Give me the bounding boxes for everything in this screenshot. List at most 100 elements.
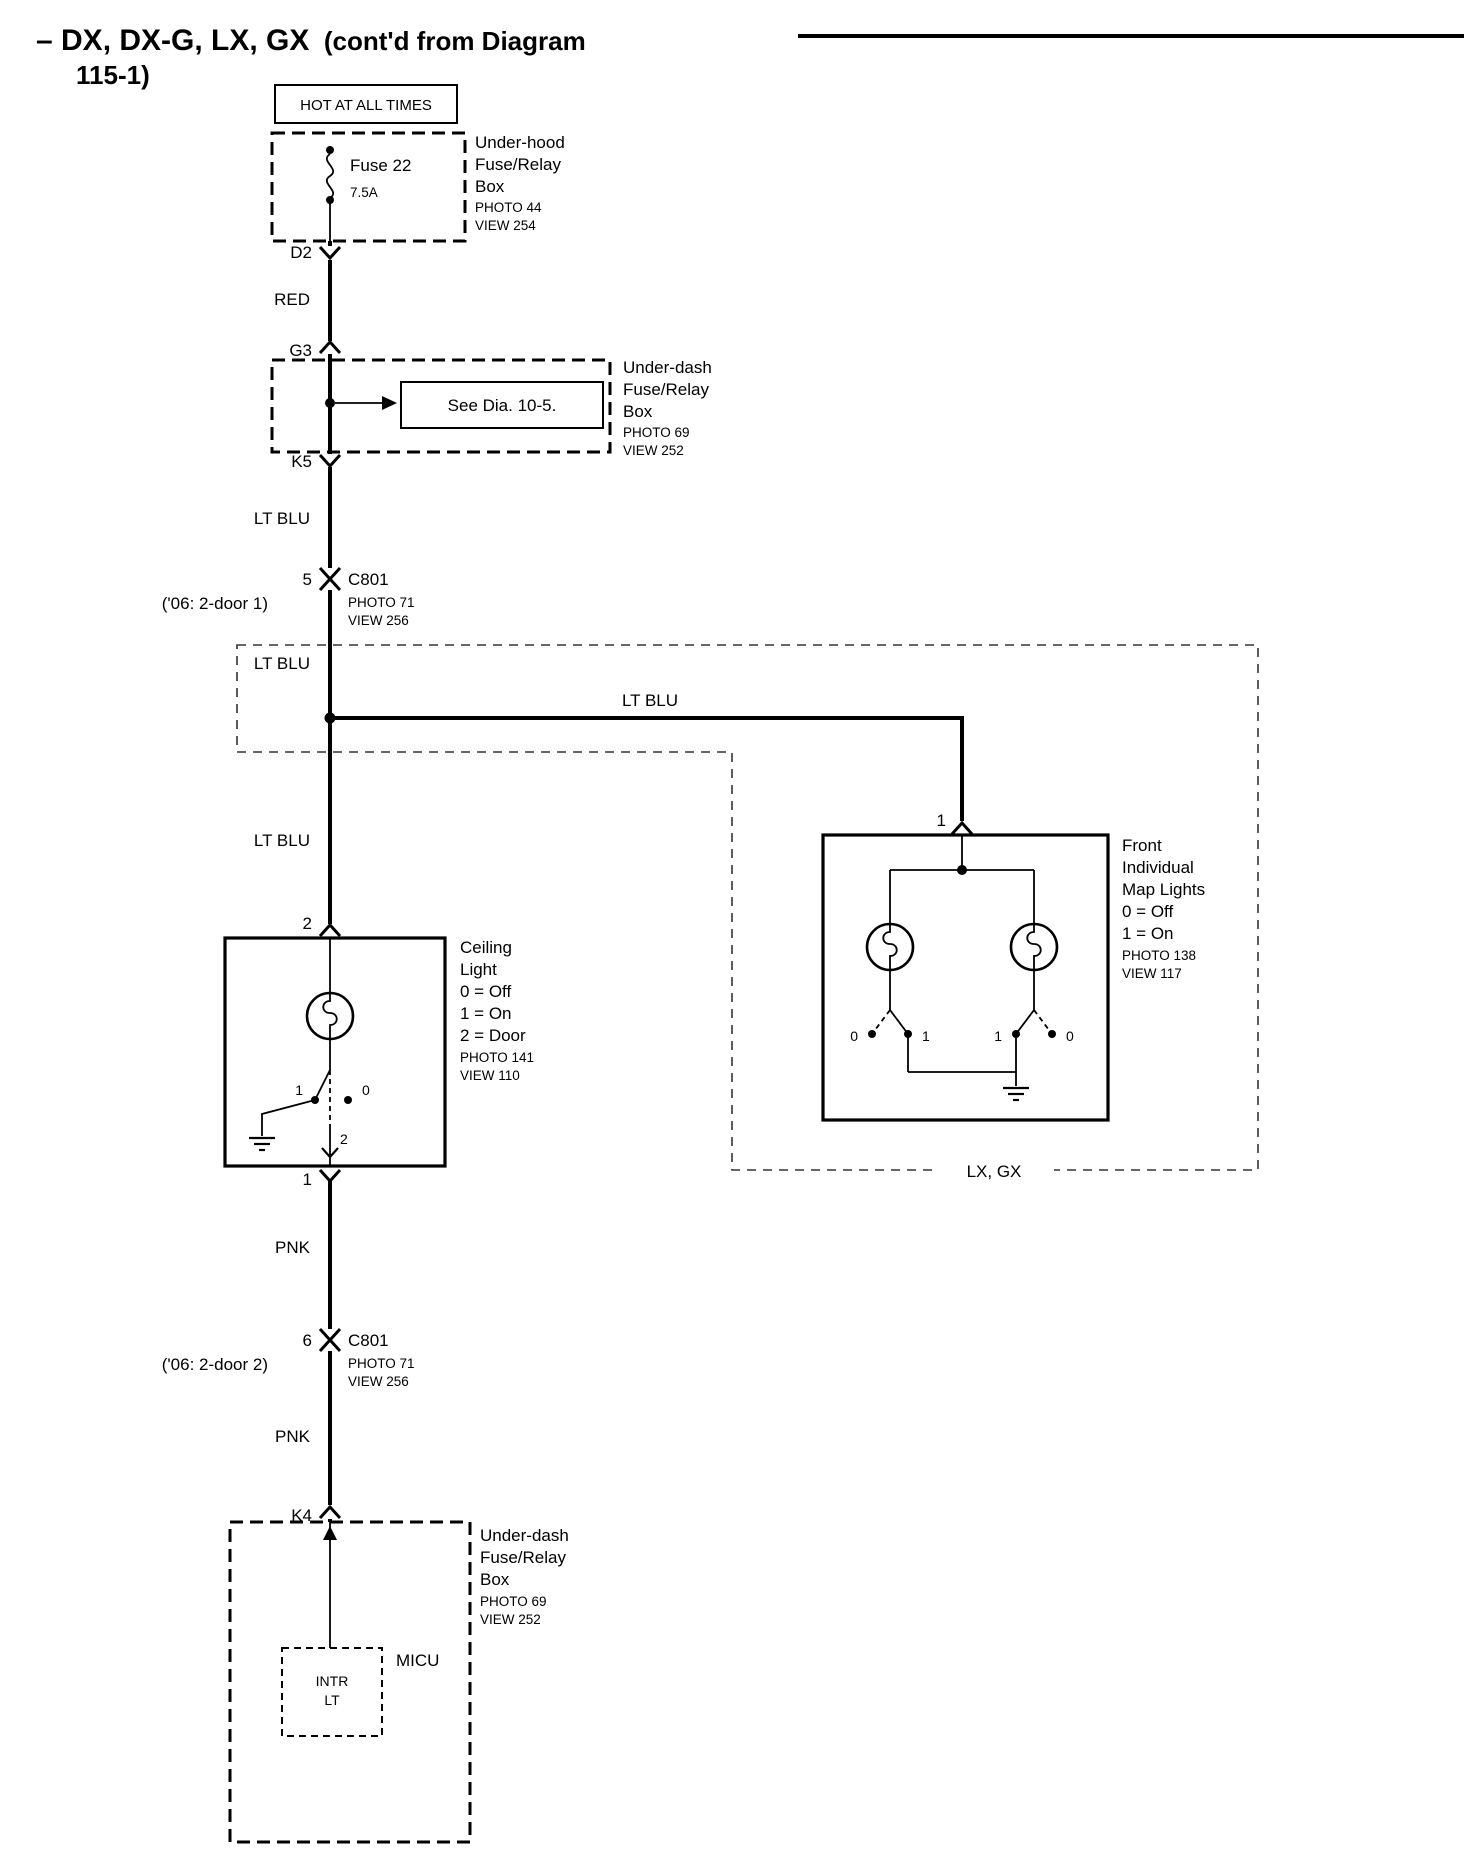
- underhood-label-3: Box: [475, 177, 505, 196]
- wire-label-pnk-2: PNK: [275, 1427, 311, 1446]
- connector-chevron-d2: [318, 245, 342, 261]
- ceiling-light-labels: Ceiling Light 0 = Off 1 = On 2 = Door PH…: [460, 938, 534, 1083]
- see-dia-label: See Dia. 10-5.: [448, 396, 557, 415]
- wire-label-ltblu-2: LT BLU: [254, 654, 310, 673]
- wire-label-red: RED: [274, 290, 310, 309]
- underdash-fuse-relay-box-bottom: INTR LT MICU: [228, 1520, 472, 1844]
- ceiling-view-ref: VIEW 110: [460, 1068, 520, 1083]
- underdash-top-label-2: Fuse/Relay: [623, 380, 709, 399]
- ceiling-light-box: 1 0 2: [223, 936, 447, 1168]
- region-label-mask: [934, 1158, 1054, 1182]
- map-right-switch-pos-1: 1: [994, 1028, 1002, 1044]
- intr-lt-label-2: LT: [324, 1692, 340, 1708]
- intr-lt-label-1: INTR: [316, 1673, 349, 1689]
- ceiling-bulb-icon: [305, 991, 355, 1041]
- ceiling-switch-pos-1: 1: [295, 1082, 303, 1098]
- ceiling-label-1: Ceiling: [460, 938, 512, 957]
- connector-chevron-ceiling-in: [318, 922, 342, 938]
- page-title: – DX, DX-G, LX, GX (cont'd from Diagram: [36, 24, 586, 57]
- front-map-lights-box: 0 1 1 0: [821, 833, 1110, 1122]
- underdash-bottom-label-3: Box: [480, 1570, 510, 1589]
- connector-chevron-k5: [318, 453, 342, 469]
- wire-label-ltblu-1: LT BLU: [254, 509, 310, 528]
- connector-chevron-g3: [318, 339, 342, 355]
- pin-c801-6: 6: [303, 1331, 312, 1350]
- see-dia-arrowhead-icon: [382, 396, 397, 410]
- lx-gx-region-outline: [236, 644, 1259, 1171]
- ceiling-switch-pos-0: 0: [362, 1082, 370, 1098]
- underdash-top-label-1: Under-dash: [623, 358, 712, 377]
- underhood-label-1: Under-hood: [475, 133, 565, 152]
- ceiling-label-3: 0 = Off: [460, 982, 511, 1001]
- title-line2: 115-1): [76, 60, 150, 90]
- ceiling-label-2: Light: [460, 960, 497, 979]
- c801-top-chevron-lower: [318, 576, 342, 592]
- underdash-bottom-view-ref: VIEW 252: [480, 1612, 541, 1627]
- map-bulb-left-icon: [865, 922, 915, 972]
- c801-bottom-photo-ref: PHOTO 71: [348, 1356, 415, 1371]
- micu-label: MICU: [396, 1651, 439, 1670]
- ceiling-photo-ref: PHOTO 141: [460, 1050, 534, 1065]
- underdash-top-outline: [270, 358, 612, 454]
- map-left-switch-pos-0: 0: [850, 1028, 858, 1044]
- region-label: LX, GX: [967, 1162, 1022, 1181]
- pin-map-1: 1: [937, 811, 946, 830]
- fuse-22-symbol: [326, 153, 334, 199]
- underhood-fuse-relay-box: Fuse 22 7.5A: [270, 131, 467, 243]
- c801-top-view-ref: VIEW 256: [348, 613, 409, 628]
- c801-bottom-chevron-lower: [318, 1337, 342, 1353]
- ceiling-switch: 1 0 2: [295, 1069, 370, 1147]
- map-label-4: 0 = Off: [1122, 902, 1173, 921]
- pin-k5: K5: [291, 452, 312, 471]
- map-photo-ref: PHOTO 138: [1122, 948, 1196, 963]
- connector-c801-top: 5 C801 PHOTO 71 VIEW 256 ('06: 2-door 1): [162, 566, 415, 628]
- connector-chevron-ceiling-out: [318, 1168, 342, 1184]
- connector-chevron-map-in: [950, 820, 974, 836]
- micu-arrowhead-icon: [323, 1526, 337, 1540]
- underdash-bottom-outline: [228, 1520, 472, 1844]
- map-lights-ground-icon: [1003, 1086, 1029, 1102]
- map-lights-labels: Front Individual Map Lights 0 = Off 1 = …: [1122, 836, 1205, 981]
- c801-top-note: ('06: 2-door 1): [162, 594, 268, 613]
- ceiling-switch-pos-2: 2: [340, 1131, 348, 1147]
- map-view-ref: VIEW 117: [1122, 966, 1182, 981]
- underhood-view-ref: VIEW 254: [475, 218, 536, 233]
- wire-label-ltblu-3: LT BLU: [254, 831, 310, 850]
- ceiling-light-outline: [223, 936, 447, 1168]
- ceiling-exit-arrow: [321, 1147, 339, 1159]
- branch-wire-to-map-lights: [330, 716, 964, 821]
- wire-label-pnk-1: PNK: [275, 1238, 311, 1257]
- underhood-label-2: Fuse/Relay: [475, 155, 561, 174]
- pin-g3: G3: [289, 341, 312, 360]
- map-label-2: Individual: [1122, 858, 1194, 877]
- c801-bottom-note: ('06: 2-door 2): [162, 1355, 268, 1374]
- underdash-bottom-label-2: Fuse/Relay: [480, 1548, 566, 1567]
- intr-lt-box: [281, 1647, 383, 1737]
- see-dia-box: [400, 381, 604, 429]
- title-main: – DX, DX-G, LX, GX: [36, 24, 309, 57]
- underdash-junction-dot: [325, 398, 335, 408]
- c801-bottom-view-ref: VIEW 256: [348, 1374, 409, 1389]
- c801-top-name: C801: [348, 570, 389, 589]
- hot-at-all-times-box: [274, 84, 458, 124]
- title-cont: (cont'd from Diagram: [324, 26, 586, 56]
- pin-c801-5: 5: [303, 570, 312, 589]
- pin-d2: D2: [290, 243, 312, 262]
- c801-bottom-name: C801: [348, 1331, 389, 1350]
- map-left-switch: 0 1: [850, 1009, 930, 1044]
- map-label-1: Front: [1122, 836, 1162, 855]
- connector-chevron-k4: [318, 1504, 342, 1520]
- ceiling-label-4: 1 = On: [460, 1004, 512, 1023]
- underdash-bottom-label-1: Under-dash: [480, 1526, 569, 1545]
- wire-label-ltblu-branch: LT BLU: [622, 691, 678, 710]
- fuse-rating: 7.5A: [350, 185, 378, 200]
- map-left-switch-pos-1: 1: [922, 1028, 930, 1044]
- underdash-fuse-relay-box-top: See Dia. 10-5.: [270, 358, 612, 454]
- connector-c801-bottom: 6 C801 PHOTO 71 VIEW 256 ('06: 2-door 2): [162, 1327, 415, 1389]
- ceiling-ground-icon: [249, 1136, 275, 1152]
- underdash-top-label-3: Box: [623, 402, 653, 421]
- underdash-bottom-labels: Under-dash Fuse/Relay Box PHOTO 69 VIEW …: [480, 1526, 569, 1627]
- underhood-photo-ref: PHOTO 44: [475, 200, 542, 215]
